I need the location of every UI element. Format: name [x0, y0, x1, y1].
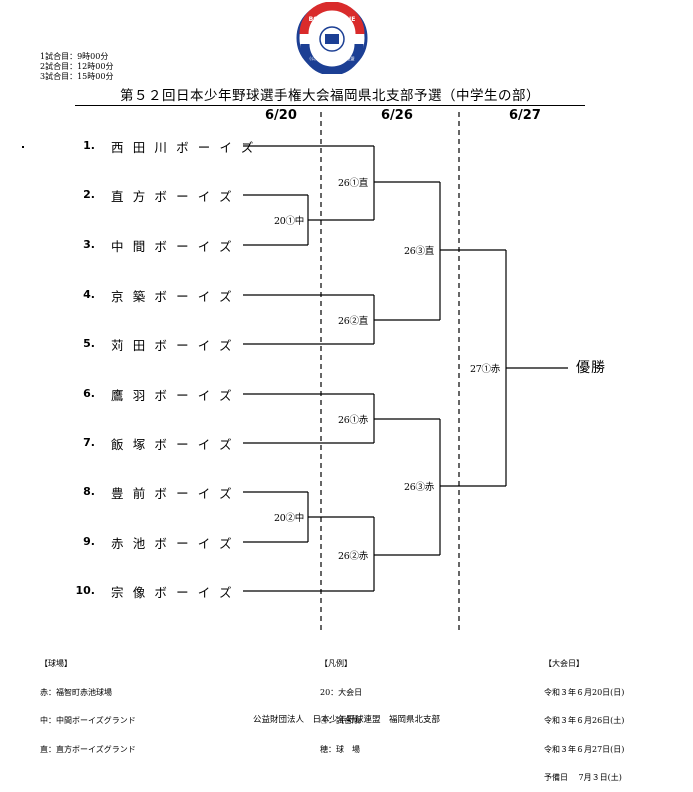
- legend-item: 穂：球 場: [320, 744, 360, 754]
- event-day-item: 予備日 7月３日(土): [544, 773, 622, 782]
- event-day-item: 令和３年６月20日(日): [544, 687, 625, 697]
- match-label-sf-top: 26③直: [404, 246, 434, 257]
- match-label-r2-a: 26①直: [338, 178, 368, 189]
- team-name: 京築ボーイズ: [111, 289, 241, 304]
- date-round-3: 6/27: [509, 108, 541, 123]
- team-number: 7.: [83, 436, 95, 449]
- venues-block: 【球場】 赤：福智町赤池球場 中：中間ボーイズグランド 直：直方ボーイズグランド: [40, 640, 136, 764]
- team-number: 8.: [83, 485, 95, 498]
- boys-league-logo: BOYS LEAGUE (公財)日本少年野球連盟: [296, 2, 368, 74]
- team-number: 4.: [83, 288, 95, 301]
- team-name: 赤池ボーイズ: [111, 536, 241, 551]
- schedule-time-1: 1試合目：9時00分: [40, 52, 109, 61]
- team-name: 西田川ボーイズ: [111, 140, 263, 155]
- team-name: 鷹羽ボーイズ: [111, 388, 241, 403]
- date-round-2: 6/26: [381, 108, 413, 123]
- team-name: 豊前ボーイズ: [111, 486, 241, 501]
- match-label-final: 27①赤: [470, 364, 500, 375]
- match-label-sf-bottom: 26③赤: [404, 482, 434, 493]
- schedule-time-2: 2試合目：12時00分: [40, 62, 114, 71]
- match-label-r1-bottom: 20②中: [274, 513, 304, 524]
- event-days-heading: 【大会日】: [544, 659, 584, 668]
- logo-top-text: BOYS LEAGUE: [309, 16, 356, 23]
- legend-heading: 【凡例】: [320, 659, 352, 668]
- venue-item: 中：中間ボーイズグランド: [40, 716, 136, 725]
- legend-block: 【凡例】 20：大会日 ①：試合順 穂：球 場: [320, 640, 362, 764]
- match-label-r2-c: 26①赤: [338, 415, 368, 426]
- team-number: 1.: [83, 139, 95, 152]
- team-name: 苅田ボーイズ: [111, 338, 241, 353]
- logo-bottom-text: (公財)日本少年野球連盟: [309, 55, 354, 62]
- match-label-r2-b: 26②直: [338, 316, 368, 327]
- team-number: 9.: [83, 535, 95, 548]
- stray-dot: [22, 146, 24, 148]
- organizer: 公益財団法人 日本少年野球連盟 福岡県北支部: [252, 715, 440, 725]
- team-name: 中間ボーイズ: [111, 239, 241, 254]
- event-day-item: 令和３年６月26日(土): [544, 716, 625, 725]
- date-round-1: 6/20: [265, 108, 297, 123]
- team-number: 3.: [83, 238, 95, 251]
- venue-item: 直：直方ボーイズグランド: [40, 744, 136, 754]
- page-title: 第５２回日本少年野球選手権大会福岡県北支部予選（中学生の部）: [75, 84, 585, 106]
- venues-heading: 【球場】: [40, 659, 72, 668]
- team-number: 6.: [83, 387, 95, 400]
- event-days-block: 【大会日】 令和３年６月20日(日) 令和３年６月26日(土) 令和３年６月27…: [544, 640, 624, 792]
- team-name: 直方ボーイズ: [111, 189, 241, 204]
- team-number: 2.: [83, 188, 95, 201]
- team-name: 飯塚ボーイズ: [111, 437, 241, 452]
- team-number: 5.: [83, 337, 95, 350]
- venue-item: 赤：福智町赤池球場: [40, 687, 112, 697]
- match-label-r2-d: 26②赤: [338, 551, 368, 562]
- schedule-times: 1試合目：9時00分 2試合目：12時00分 3試合目：15時00分: [40, 52, 113, 82]
- legend-item: ①：試合順: [320, 716, 360, 725]
- event-day-item: 令和３年６月27日(日): [544, 744, 625, 754]
- team-name: 宗像ボーイズ: [111, 585, 241, 600]
- winner-label: 優勝: [576, 360, 606, 376]
- team-number: 10.: [75, 584, 96, 597]
- legend-item: 20：大会日: [320, 687, 363, 697]
- match-label-r1-top: 20①中: [274, 216, 304, 227]
- schedule-time-3: 3試合目：15時00分: [40, 72, 114, 81]
